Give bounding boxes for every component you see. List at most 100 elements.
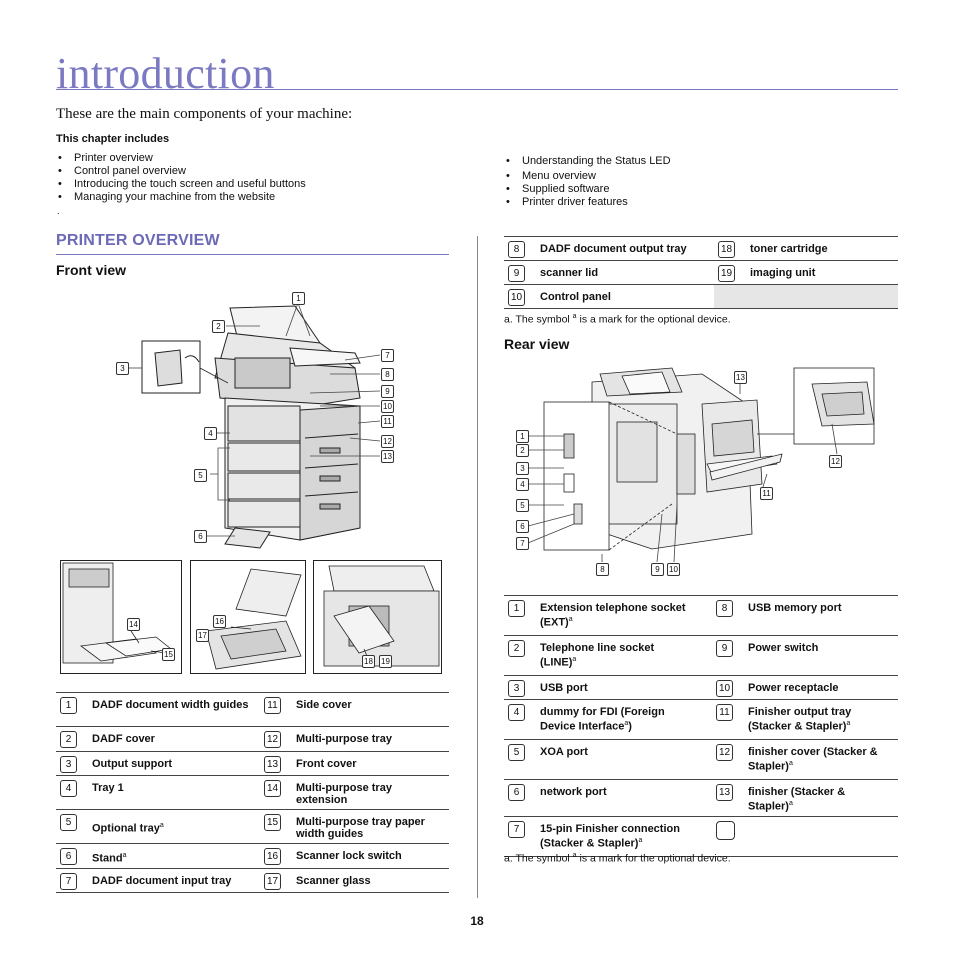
chapter-list-right: Understanding the Status LED Menu overvi… — [504, 155, 671, 209]
callout-rear-13: 13 — [734, 371, 747, 384]
callout-front-11: 11 — [381, 415, 394, 428]
table-row: 7 15-pin Finisher connection(Stacker & S… — [504, 815, 898, 857]
chapter-link-printer-overview[interactable]: Printer overview — [56, 152, 306, 165]
optional-mark: a — [122, 852, 127, 859]
part-number: 1 — [60, 697, 77, 714]
part-number: 8 — [508, 241, 525, 258]
callout-rear-3: 3 — [516, 462, 529, 475]
part-name: dummy for FDI (Foreign — [540, 706, 665, 718]
callout-front-5: 5 — [194, 469, 207, 482]
part-name: DADF document input tray — [92, 874, 232, 887]
part-number: 1 — [508, 600, 525, 617]
part-name-close: ) — [628, 720, 632, 733]
part-number: 16 — [264, 848, 281, 865]
table-row: 5 XOA port 12 finisher cover (Stacker &S… — [504, 739, 898, 780]
part-name: finisher (Stacker & Stapler) — [748, 786, 846, 813]
part-name: network port — [540, 786, 607, 798]
table-row: 9 scanner lid 19 imaging unit — [504, 260, 898, 285]
page-number: 18 — [470, 914, 484, 928]
table-row: 6 network port 13 finisher (Stacker & St… — [504, 779, 898, 817]
callout-rear-5: 5 — [516, 499, 529, 512]
callout-inset-18: 18 — [362, 655, 375, 668]
empty-cell — [746, 815, 898, 857]
part-name: DADF document width guides — [92, 699, 249, 711]
part-name: Telephone line socket — [540, 642, 655, 654]
rear-view-title: Rear view — [504, 336, 570, 352]
footnote-prefix: a. The symbol — [504, 313, 573, 326]
part-number: 6 — [60, 848, 77, 865]
part-number: 7 — [508, 820, 525, 838]
callout-rear-4: 4 — [516, 478, 529, 491]
part-number: 10 — [716, 680, 733, 697]
part-name: Optional tray — [92, 822, 160, 835]
chapter-heading: This chapter includes — [56, 133, 170, 145]
part-number: 14 — [264, 780, 281, 797]
table-row: 2 DADF cover 12 Multi-purpose tray — [56, 726, 449, 752]
table-row: 6 Standa 16 Scanner lock switch — [56, 843, 449, 869]
part-number: 7 — [60, 872, 77, 890]
column-divider — [477, 236, 478, 898]
chapter-link-status-led[interactable]: Understanding the Status LED — [504, 155, 671, 170]
part-name: Extension telephone socket — [540, 602, 686, 614]
callout-rear-11: 11 — [760, 487, 773, 500]
part-number: 9 — [508, 265, 525, 282]
table-row: 10 Control panel — [504, 284, 898, 309]
part-name: finisher cover (Stacker & — [748, 746, 878, 758]
part-name: Multi-purpose tray — [296, 733, 392, 745]
part-name: DADF document output tray — [540, 243, 687, 255]
callout-rear-6: 6 — [516, 520, 529, 533]
part-name-line2: Stapler) — [748, 760, 789, 773]
callout-inset-16: 16 — [213, 615, 226, 628]
footnote-suffix: is a mark for the optional device. — [576, 852, 731, 865]
chapter-link-touch-screen[interactable]: Introducing the touch screen and useful … — [56, 178, 306, 191]
rear-parts-table: 1 Extension telephone socket(EXT)a 8 USB… — [504, 595, 898, 857]
callout-front-8: 8 — [381, 368, 394, 381]
chapter-link-website[interactable]: Managing your machine from the website — [56, 191, 306, 204]
inset-scanner — [190, 560, 306, 674]
chapter-link-control-panel[interactable]: Control panel overview — [56, 165, 306, 178]
intro-subtitle: These are the main components of your ma… — [56, 106, 353, 122]
part-name: Control panel — [540, 291, 611, 303]
table-row: 3 USB port 10 Power receptacle — [504, 675, 898, 700]
empty-cell — [714, 284, 748, 309]
empty-cell — [748, 284, 898, 309]
part-name: Front cover — [296, 758, 357, 770]
part-number: 19 — [718, 265, 735, 282]
part-number: 12 — [264, 731, 281, 748]
part-name: DADF cover — [92, 733, 155, 745]
chapter-link-software[interactable]: Supplied software — [504, 183, 671, 196]
empty-number-box — [716, 820, 735, 840]
front-view-illustration — [128, 302, 381, 549]
part-number: 4 — [508, 704, 525, 721]
part-number: 10 — [508, 289, 525, 306]
section-title: PRINTER OVERVIEW — [56, 232, 220, 249]
callout-front-7: 7 — [381, 349, 394, 362]
chapter-link-menu[interactable]: Menu overview — [504, 170, 671, 183]
part-name: USB memory port — [748, 602, 842, 614]
callout-rear-7: 7 — [516, 537, 529, 550]
table-row: 2 Telephone line socket(LINE)a 9 Power s… — [504, 635, 898, 676]
part-name-line2: (LINE) — [540, 656, 573, 669]
table-row: 7 DADF document input tray 17 Scanner gl… — [56, 867, 449, 893]
callout-rear-9: 9 — [651, 563, 664, 576]
callout-rear-2: 2 — [516, 444, 529, 457]
footnote-suffix: is a mark for the optional device. — [576, 313, 731, 326]
table-row: 8 DADF document output tray 18 toner car… — [504, 236, 898, 261]
part-number: 2 — [60, 731, 77, 748]
part-number: 8 — [716, 600, 733, 617]
part-number: 11 — [264, 697, 281, 714]
footnote-bottom: a. The symbol a is a mark for the option… — [504, 852, 731, 865]
part-name: scanner lid — [540, 267, 599, 279]
footnote-mark: a — [572, 852, 577, 859]
chapter-list-left: Printer overview Control panel overview … — [56, 152, 306, 204]
part-name: Multi-purpose tray extension — [296, 782, 392, 806]
footnote-mark: a — [572, 313, 577, 320]
chapter-link-driver[interactable]: Printer driver features — [504, 196, 671, 209]
title-rule — [56, 89, 898, 90]
callout-front-13: 13 — [381, 450, 394, 463]
part-number: 3 — [508, 680, 525, 697]
part-name: Output support — [92, 758, 173, 770]
part-name: 15-pin Finisher connection — [540, 822, 680, 835]
part-name: Finisher output tray — [748, 706, 852, 718]
part-name: Scanner lock switch — [296, 850, 402, 862]
